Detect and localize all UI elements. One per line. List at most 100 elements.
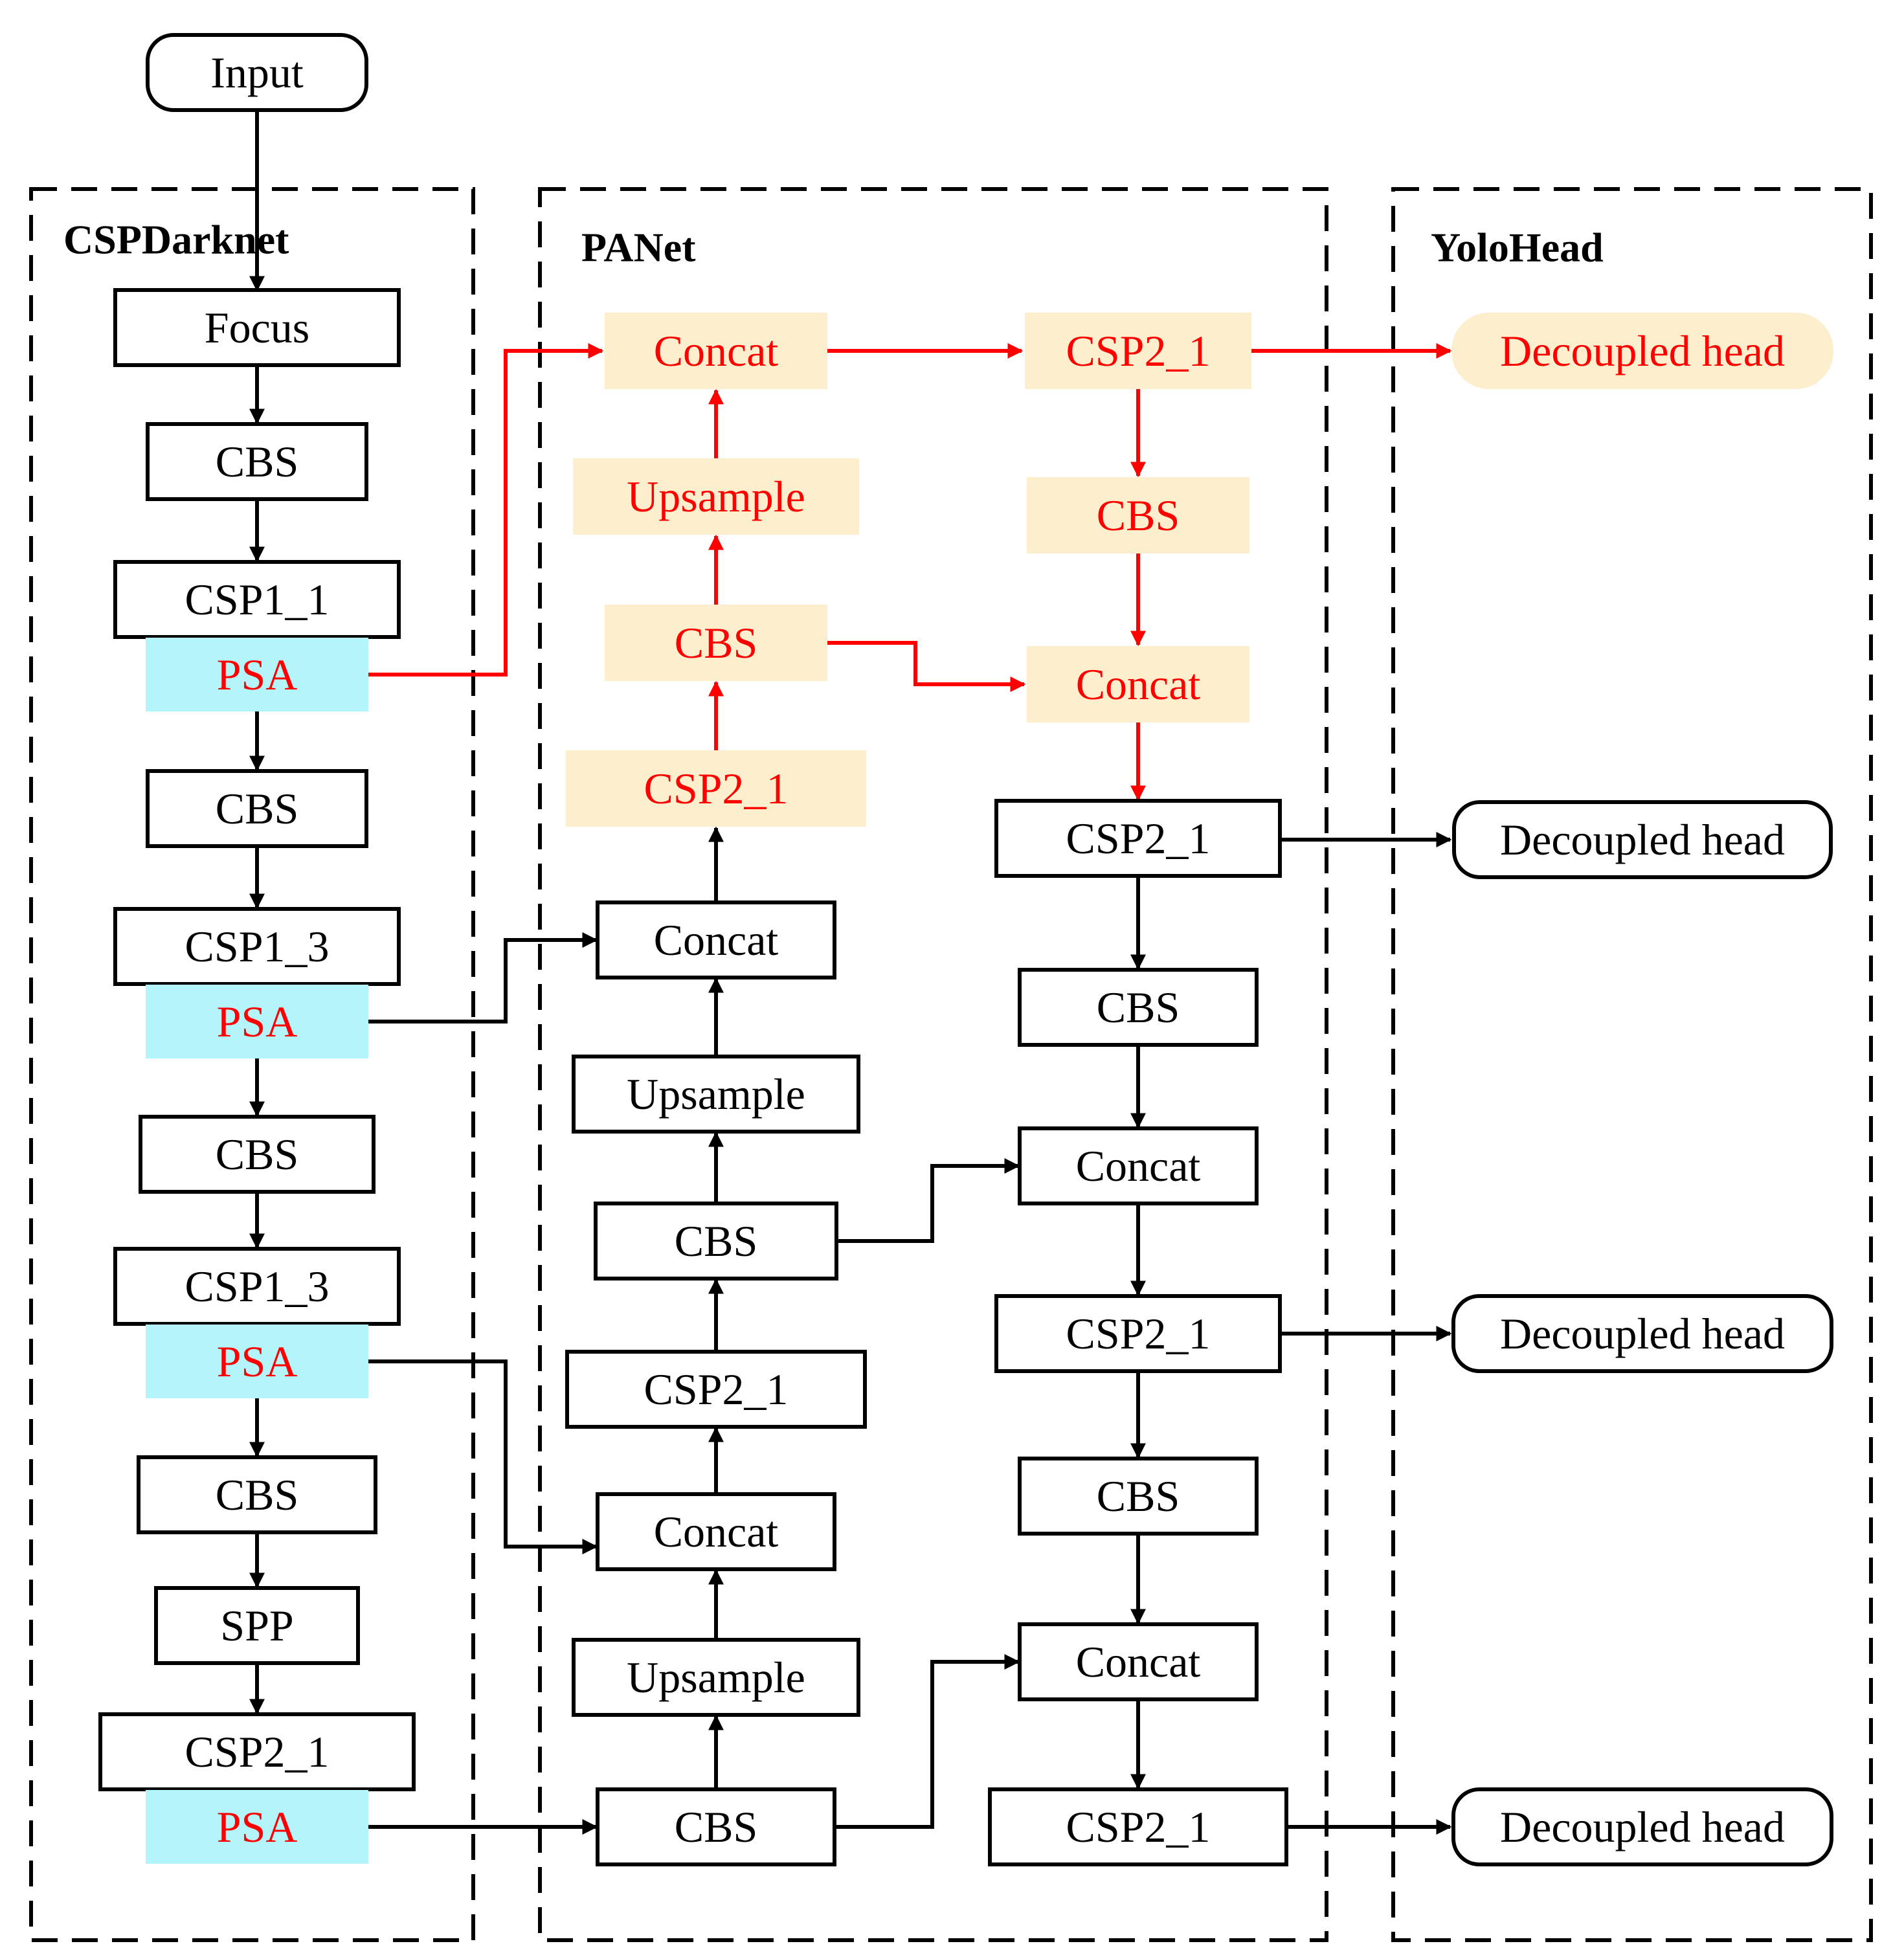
- pr-concat-2-block: Concat: [1018, 1126, 1259, 1205]
- group-title-panet: PANet: [581, 225, 696, 271]
- connector-arrow: [368, 932, 598, 1023]
- node-label: CBS: [1097, 491, 1180, 540]
- node-box: [596, 900, 836, 979]
- node-label: CSP1_3: [185, 1262, 330, 1311]
- node-box: [605, 313, 827, 389]
- node-box: [594, 1202, 838, 1281]
- node-box: [572, 1638, 860, 1717]
- bb-psa4-block: PSA: [146, 1790, 368, 1864]
- decoupled-head-4: Decoupled head: [1451, 1787, 1833, 1866]
- group-titles: CSPDarknet PANet YoloHead: [63, 217, 1604, 271]
- node-label: Decoupled head: [1500, 326, 1785, 375]
- pr-concat-3-block: Concat: [1018, 1622, 1259, 1701]
- node-label: CBS: [216, 784, 299, 833]
- node-label: Upsample: [627, 472, 805, 521]
- node-label: CSP2_1: [1066, 1802, 1211, 1851]
- node-box: [146, 422, 368, 501]
- node-box: [98, 1712, 416, 1791]
- bb-csp1-1-block: CSP1_1: [113, 560, 401, 639]
- node-box: [1018, 1457, 1259, 1536]
- bb-cbs1-block: CBS: [146, 422, 368, 501]
- node-box: [113, 907, 401, 986]
- node-box: [596, 1787, 836, 1866]
- node-label: CBS: [216, 1130, 299, 1179]
- node-box: [146, 1790, 368, 1864]
- node-box: [1018, 968, 1259, 1047]
- pa-concat-top-block: Concat: [605, 313, 827, 389]
- frame-cspdarknet: [29, 187, 475, 1942]
- node-box: [146, 33, 368, 112]
- node-label: Upsample: [627, 1069, 805, 1119]
- node-box: [146, 985, 368, 1058]
- bb-psa1-block: PSA: [146, 638, 368, 711]
- node-label: Upsample: [627, 1653, 805, 1702]
- node-box: [1451, 1294, 1833, 1373]
- node-box: [988, 1787, 1288, 1866]
- bb-spp-block: SPP: [154, 1586, 360, 1665]
- node-box: [573, 458, 859, 535]
- node-label: PSA: [217, 1802, 298, 1851]
- node-label: Focus: [205, 303, 309, 352]
- connector-arrow: [368, 1359, 598, 1554]
- node-label: CBS: [675, 1802, 758, 1851]
- node-label: CSP2_1: [1066, 814, 1211, 863]
- node-label: PSA: [217, 1337, 298, 1386]
- pa-upsample-top-block: Upsample: [573, 458, 859, 535]
- node-label: PSA: [217, 650, 298, 699]
- pa-csp2-1-mid-block: CSP2_1: [565, 1350, 867, 1429]
- node-label: Concat: [1076, 1141, 1201, 1191]
- node-box: [566, 750, 866, 827]
- node-box: [596, 1492, 836, 1571]
- node-label: CSP2_1: [644, 764, 789, 813]
- node-label: CBS: [1097, 1471, 1180, 1521]
- frame-yolohead: [1391, 187, 1873, 1942]
- connector-arrow: [836, 1158, 1020, 1243]
- node-label: Concat: [1076, 1637, 1201, 1686]
- input-node: Input: [146, 33, 368, 112]
- node-box: [139, 1115, 375, 1194]
- node-box: [137, 1455, 377, 1534]
- node-box: [572, 1055, 860, 1134]
- node-label: CBS: [675, 618, 758, 667]
- frame-panet: [538, 187, 1328, 1942]
- decoupled-head-1: Decoupled head: [1451, 313, 1833, 389]
- decoupled-head-2: Decoupled head: [1452, 800, 1833, 879]
- node-label: Decoupled head: [1500, 1309, 1785, 1358]
- node-label: Input: [210, 48, 304, 97]
- node-label: Concat: [654, 915, 779, 965]
- node-box: [154, 1586, 360, 1665]
- node-label: Concat: [654, 1507, 779, 1556]
- node-box: [1018, 1622, 1259, 1701]
- bb-psa3-block: PSA: [146, 1325, 368, 1398]
- node-label: CBS: [216, 437, 299, 486]
- pa-concat-mid-block: Concat: [596, 900, 836, 979]
- node-box: [1018, 1126, 1259, 1205]
- node-label: Concat: [654, 326, 779, 375]
- node-box: [994, 799, 1282, 878]
- decoupled-head-3: Decoupled head: [1451, 1294, 1833, 1373]
- pa-cbs-top-block: CBS: [605, 605, 827, 681]
- group-title-yolohead: YoloHead: [1431, 225, 1604, 271]
- node-box: [1025, 313, 1251, 389]
- node-label: CSP1_1: [185, 575, 330, 624]
- bb-cbs2-block: CBS: [146, 769, 368, 848]
- pa-csp2-1-top-block: CSP2_1: [566, 750, 866, 827]
- node-box: [1451, 1787, 1833, 1866]
- pr-csp2-1-2-block: CSP2_1: [994, 799, 1282, 878]
- group-title-cspdarknet: CSPDarknet: [63, 217, 289, 263]
- node-box: [146, 1325, 368, 1398]
- node-box: [113, 1247, 401, 1326]
- pr-cbs-top-block: CBS: [1027, 477, 1249, 554]
- node-label: Concat: [1076, 660, 1201, 709]
- pr-cbs-3-block: CBS: [1018, 1457, 1259, 1536]
- node-box: [1027, 646, 1249, 722]
- node-label: Decoupled head: [1500, 1802, 1785, 1851]
- bb-psa2-block: PSA: [146, 985, 368, 1058]
- highlight-connector-arrow: [368, 343, 604, 677]
- connector-arrow: [836, 1654, 1020, 1829]
- pa-cbs-bottom-block: CBS: [596, 1787, 836, 1866]
- pa-upsample-low-block: Upsample: [572, 1638, 860, 1717]
- bb-focus-block: Focus: [113, 288, 401, 367]
- node-box: [605, 605, 827, 681]
